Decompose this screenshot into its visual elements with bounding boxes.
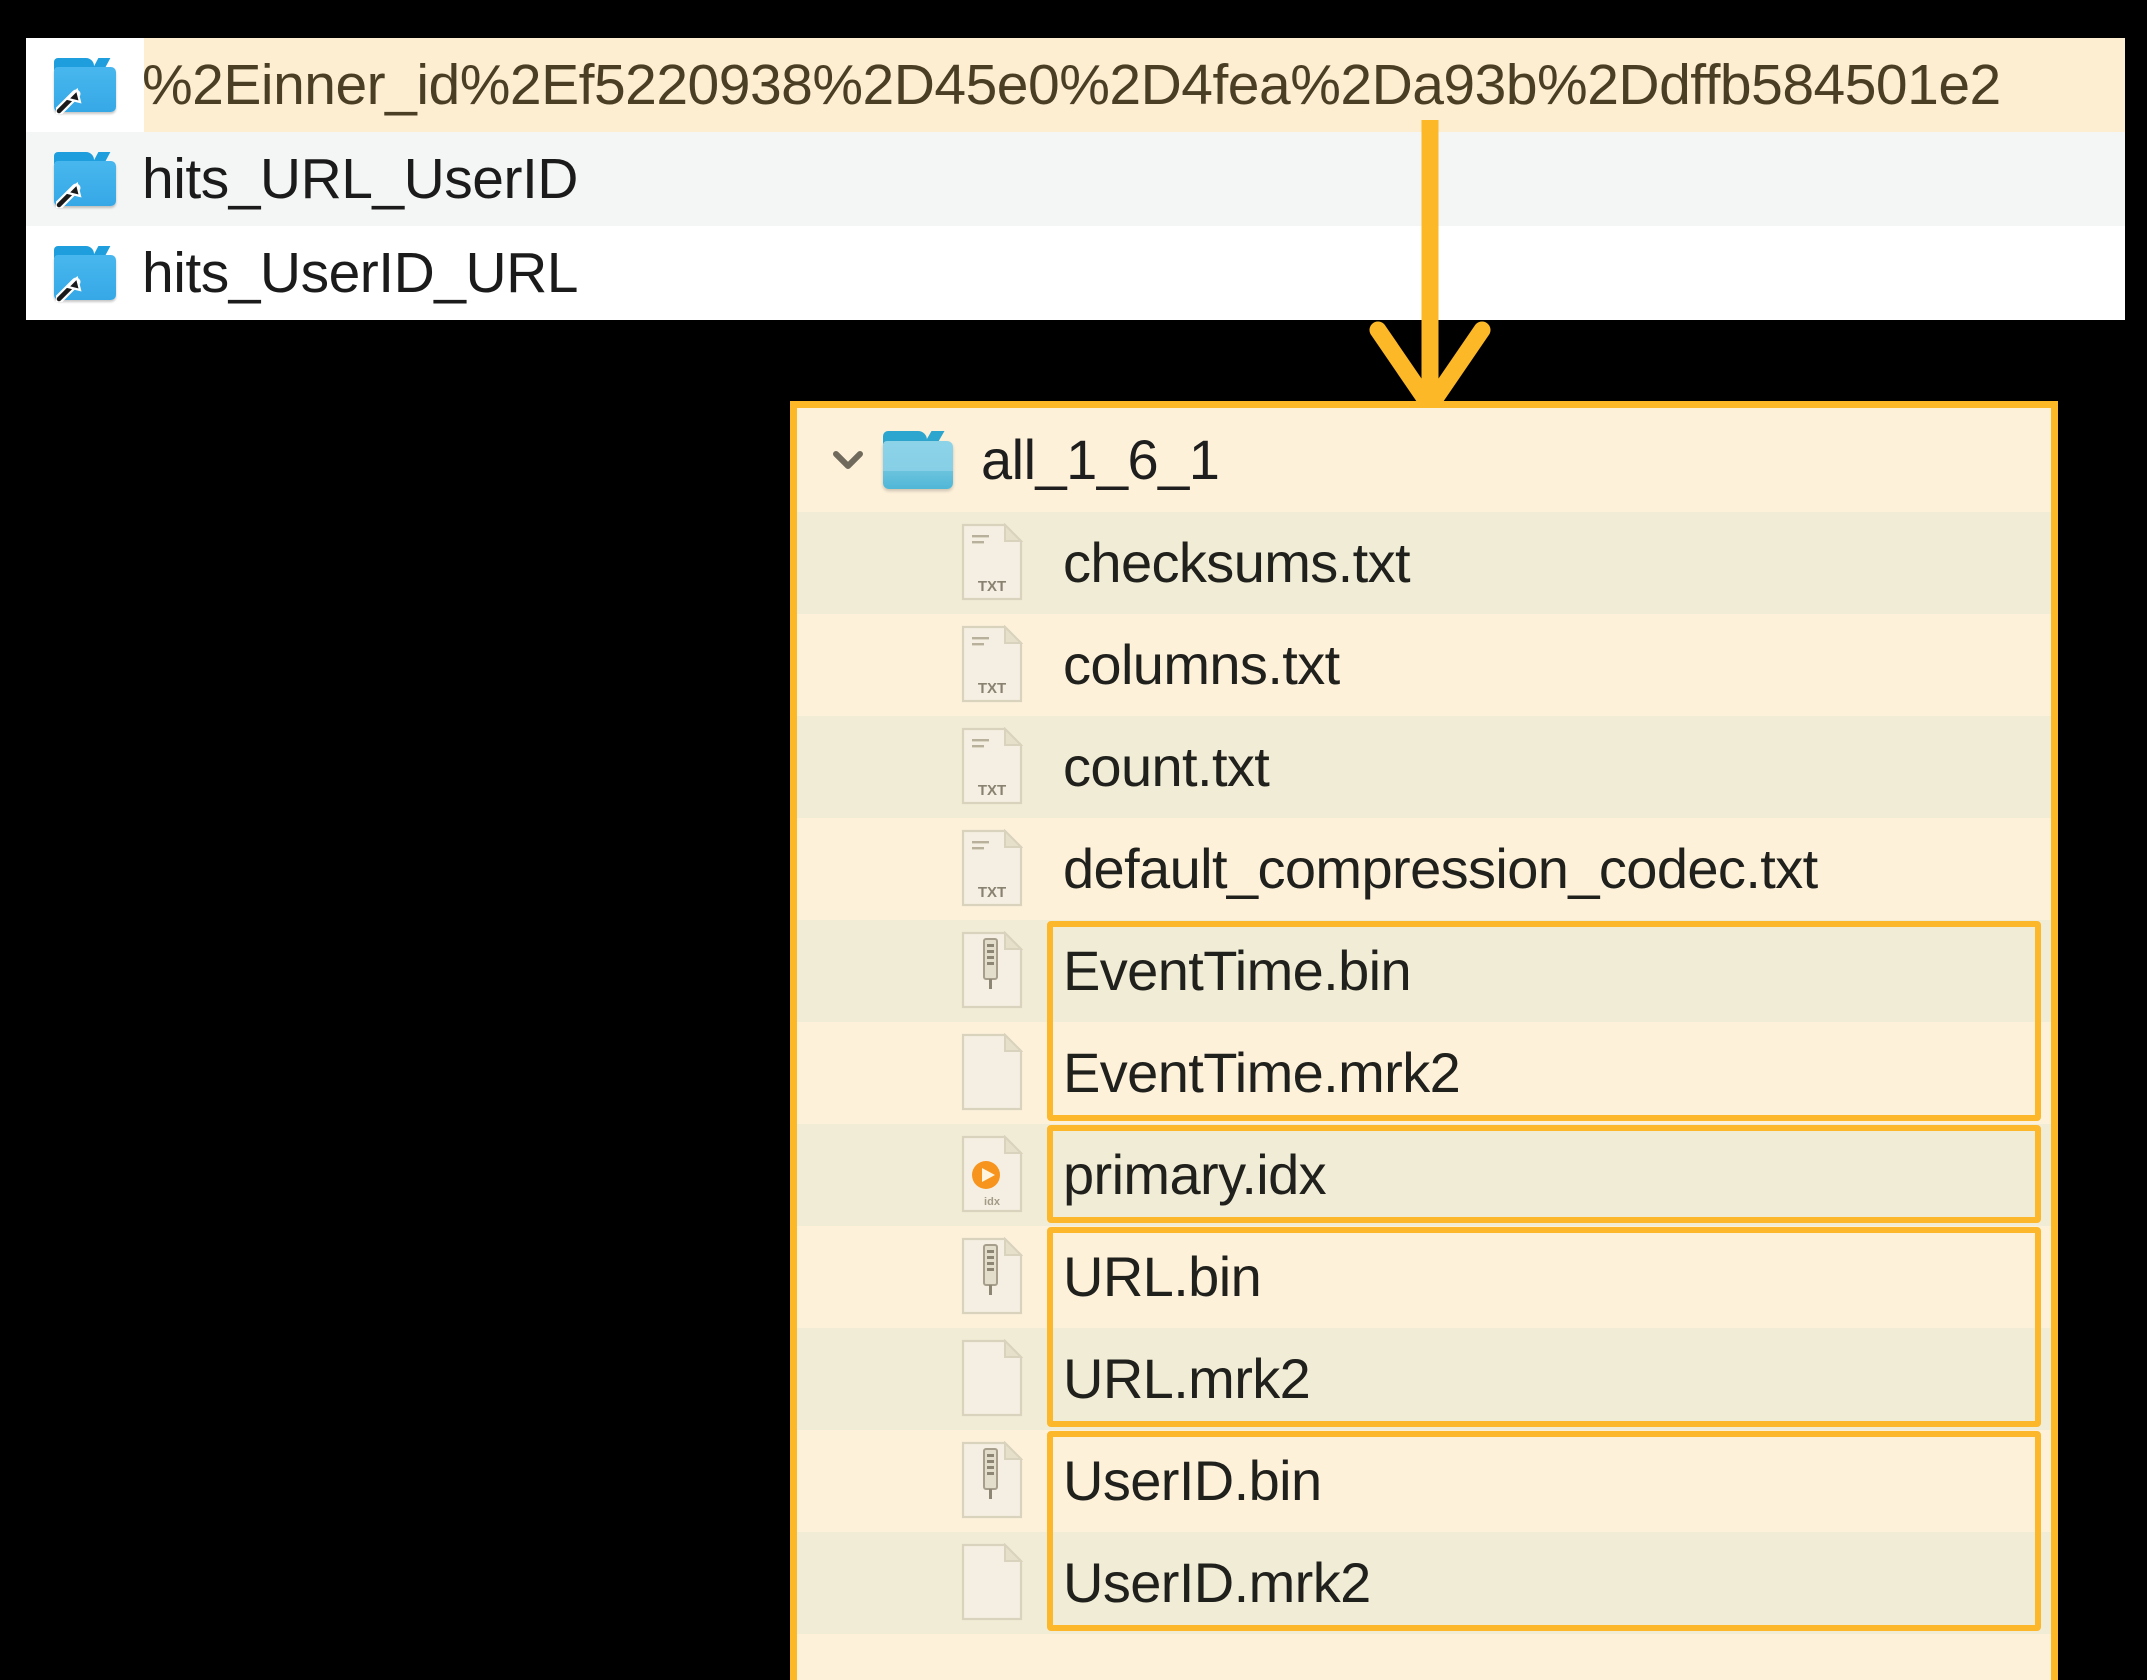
file-row[interactable]: UserID.bin	[797, 1430, 2051, 1532]
list-item-label: %2Einner_id%2Ef5220938%2D45e0%2D4fea%2Da…	[142, 52, 2001, 117]
tree-node-root[interactable]: all_1_6_1	[797, 408, 2051, 512]
svg-text:idx: idx	[984, 1196, 1001, 1208]
bin-file-icon	[961, 931, 1027, 1011]
list-item[interactable]: hits_UserID_URL	[26, 226, 2125, 320]
row-highlight-band	[144, 38, 2125, 132]
list-item-label: hits_UserID_URL	[142, 240, 578, 305]
file-row[interactable]: EventTime.mrk2	[797, 1022, 2051, 1124]
file-name-label: checksums.txt	[1063, 531, 1411, 594]
file-name-label: URL.mrk2	[1063, 1347, 1311, 1410]
file-name-label: default_compression_codec.txt	[1063, 837, 1818, 900]
file-name-label: count.txt	[1063, 735, 1270, 798]
blank-file-icon	[961, 1543, 1027, 1623]
file-name-label: EventTime.bin	[1063, 939, 1412, 1002]
tree-node-root-label: all_1_6_1	[981, 428, 1220, 491]
folder-symlink-icon	[54, 246, 116, 302]
txt-file-icon: TXT	[961, 523, 1027, 603]
txt-file-icon: TXT	[961, 727, 1027, 807]
file-name-label: columns.txt	[1063, 633, 1340, 696]
file-row[interactable]: URL.mrk2	[797, 1328, 2051, 1430]
file-row[interactable]: TXT checksums.txt	[797, 512, 2051, 614]
file-row[interactable]: UserID.mrk2	[797, 1532, 2051, 1634]
blank-file-icon	[961, 1033, 1027, 1113]
file-row[interactable]: EventTime.bin	[797, 920, 2051, 1022]
list-item[interactable]: %2Einner_id%2Ef5220938%2D45e0%2D4fea%2Da…	[26, 38, 2125, 132]
file-row[interactable]: TXT count.txt	[797, 716, 2051, 818]
symlink-arrow-icon	[56, 181, 82, 208]
file-row[interactable]: idx primary.idx	[797, 1124, 2051, 1226]
symlink-arrow-icon	[56, 87, 82, 114]
file-name-label: URL.bin	[1063, 1245, 1262, 1308]
file-row[interactable]: URL.bin	[797, 1226, 2051, 1328]
list-item[interactable]: hits_URL_UserID	[26, 132, 2125, 226]
bin-file-icon	[961, 1237, 1027, 1317]
file-row[interactable]: TXT default_compression_codec.txt	[797, 818, 2051, 920]
file-name-label: UserID.bin	[1063, 1449, 1322, 1512]
idx-file-icon: idx	[961, 1135, 1027, 1215]
list-item-label: hits_URL_UserID	[142, 146, 578, 211]
down-arrow-connector	[1369, 120, 1491, 418]
file-name-label: UserID.mrk2	[1063, 1551, 1371, 1614]
file-name-label: primary.idx	[1063, 1143, 1327, 1206]
symlink-list-panel: %2Einner_id%2Ef5220938%2D45e0%2D4fea%2Da…	[26, 38, 2125, 320]
txt-file-icon: TXT	[961, 625, 1027, 705]
file-name-label: EventTime.mrk2	[1063, 1041, 1461, 1104]
svg-text:TXT: TXT	[978, 782, 1006, 799]
txt-file-icon: TXT	[961, 829, 1027, 909]
folder-symlink-icon	[54, 58, 116, 114]
svg-text:TXT: TXT	[978, 578, 1006, 595]
blank-file-icon	[961, 1339, 1027, 1419]
folder-open-icon	[883, 431, 953, 489]
symlink-arrow-icon	[56, 275, 82, 302]
file-row[interactable]: TXT columns.txt	[797, 614, 2051, 716]
svg-text:TXT: TXT	[978, 884, 1006, 901]
bin-file-icon	[961, 1441, 1027, 1521]
folder-symlink-icon	[54, 152, 116, 208]
svg-text:TXT: TXT	[978, 680, 1006, 697]
chevron-down-icon[interactable]	[827, 439, 869, 481]
